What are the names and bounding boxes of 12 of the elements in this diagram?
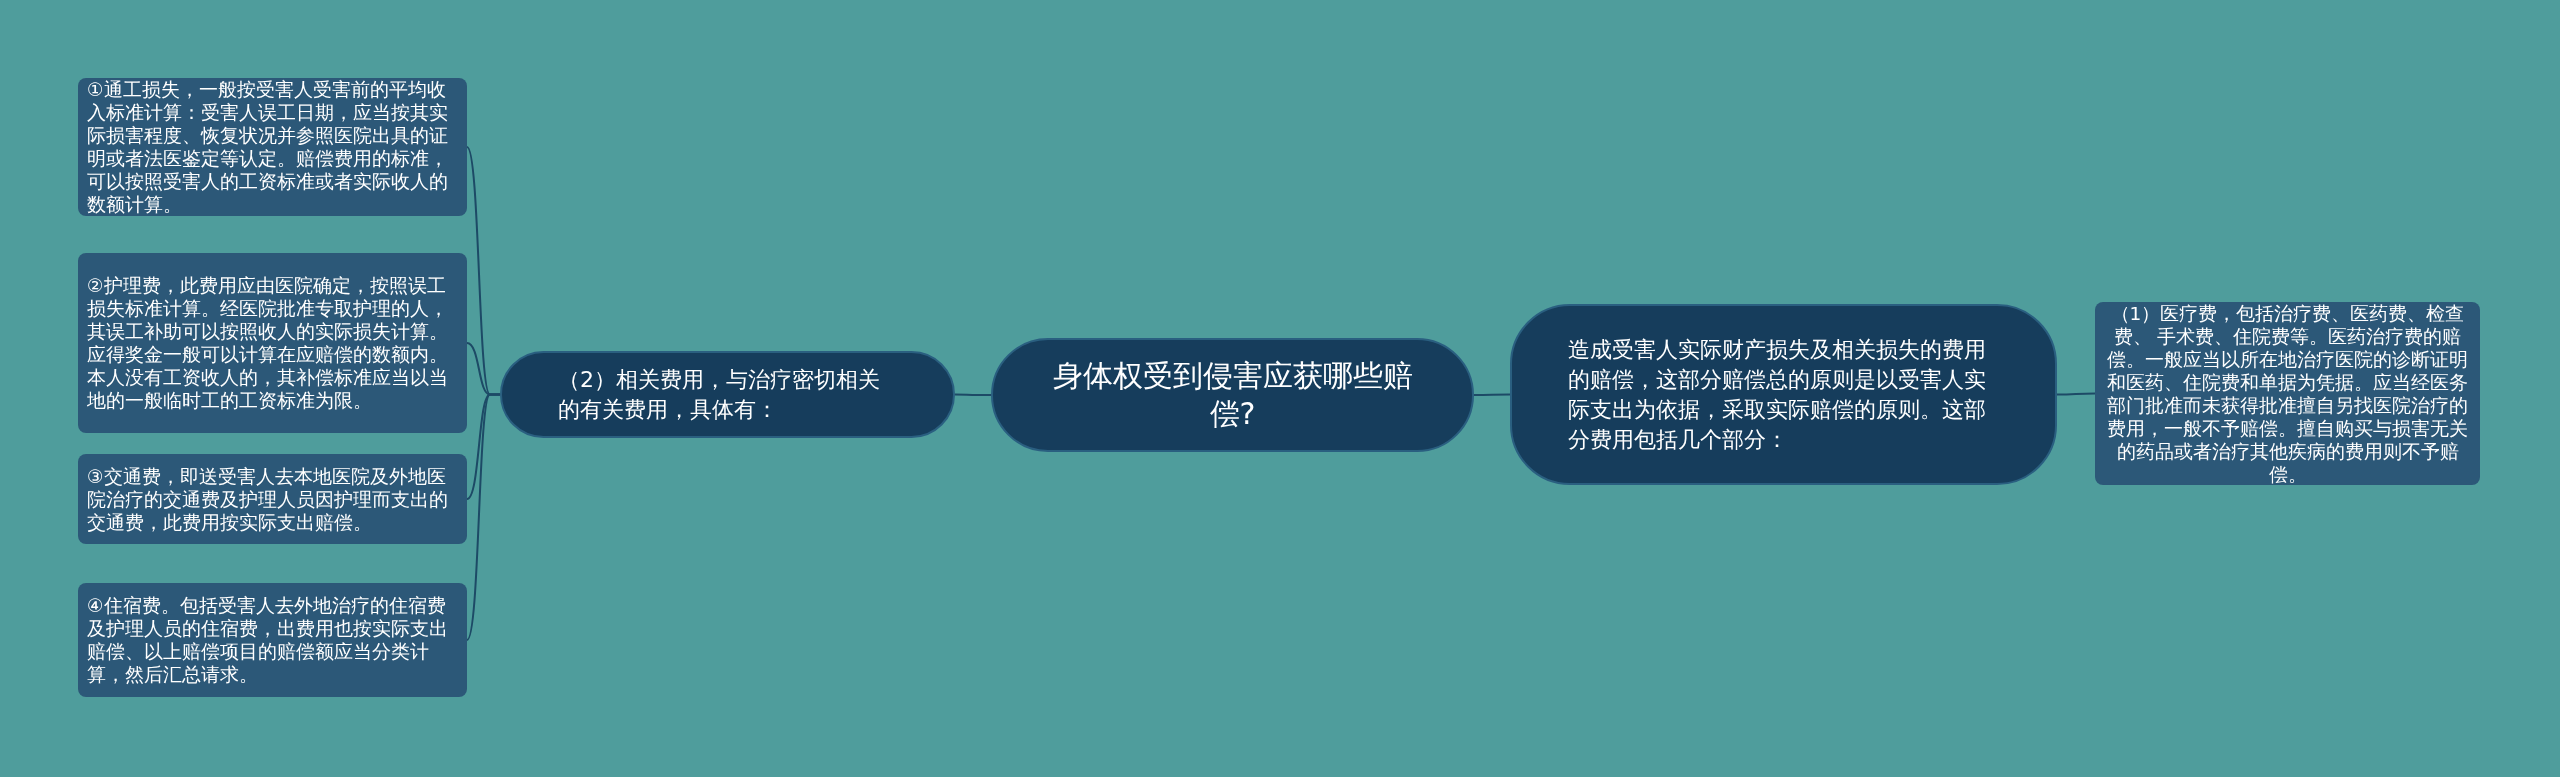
mindmap-node: ③交通费，即送受害人去本地医院及外地医院治疗的交通费及护理人员因护理而支出的交通费，此费用按实际支出赔偿。 <box>78 454 467 544</box>
mindmap-node: （1）医疗费，包括治疗费、医药费、检查费、 手术费、住院费等。医药治疗费的赔偿。一般应当以所在地治疗医院的诊断证明和医药、住院费和单据为凭据。应当经医务部门批准而未获得批准擅自另找医院治疗的费用，一般不予赔偿。擅自购买与损害无关的药品或者治疗其他疾病的费用则不予赔偿。 <box>2095 302 2480 485</box>
topic-node: 身体权受到侵害应获哪些赔偿? <box>991 338 1474 452</box>
connector-line <box>466 393 501 641</box>
mindmap-node: ②护理费，此费用应由医院确定，按照误工损失标准计算。经医院批准专取护理的人，其误工补助可以按照收人的实际损失计算。应得奖金一般可以计算在应赔偿的数额内。本人没有工资收人的，其补偿标准应当以当地的一般临时工的工资标准为限。 <box>78 253 467 433</box>
connector-line <box>2056 392 2096 396</box>
mindmap-node: （2）相关费用，与治疗密切相关的有关费用，具体有： <box>500 351 955 438</box>
mindmap-node: ①通工损失，一般按受害人受害前的平均收入标准计算：受害人误工日期，应当按其实际损害程度、恢复状况并参照医院出具的证明或者法医鉴定等认定。赔偿费用的标准，可以按照受害人的工资标准或者实际收人的数额计算。 <box>78 78 467 216</box>
mindmap-node: ④住宿费。包括受害人去外地治疗的住宿费及护理人员的住宿费，出费用也按实际支出赔偿、以上赔偿项目的赔偿额应当分类计算，然后汇总请求。 <box>78 583 467 697</box>
connector-line <box>954 393 992 396</box>
mindmap-node: 造成受害人实际财产损失及相关损失的费用的赔偿，这部分赔偿总的原则是以受害人实际支出为依据，采取实际赔偿的原则。这部分费用包括几个部分： <box>1510 304 2057 485</box>
connector-line <box>1473 393 1511 396</box>
